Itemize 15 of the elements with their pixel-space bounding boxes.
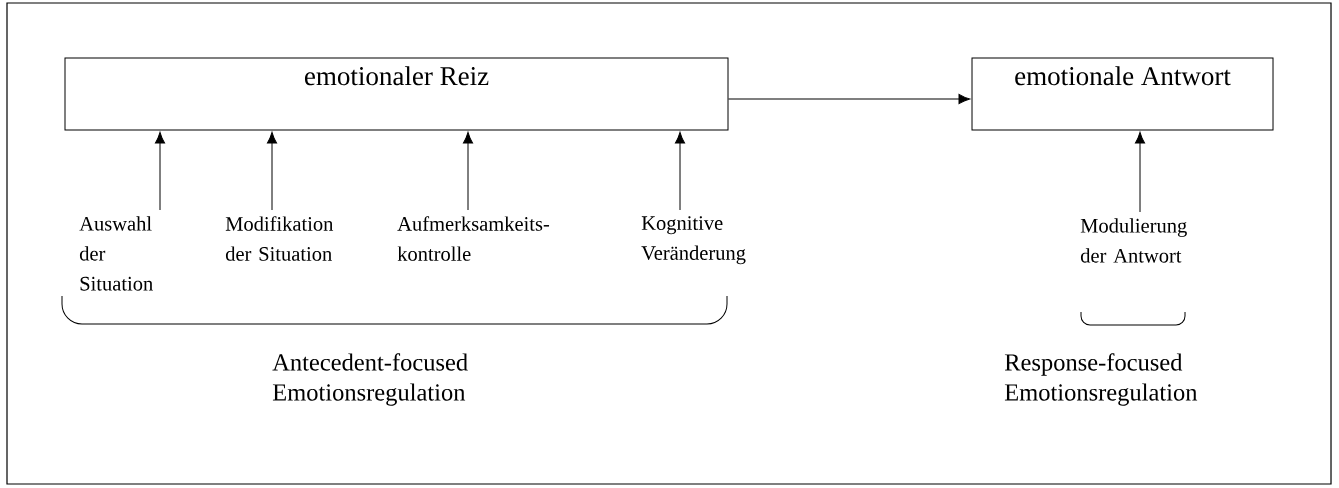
strategy-label: Auswahl der Situation bbox=[79, 216, 153, 291]
arrow bbox=[154, 131, 166, 211]
process-box: emotionale Antwort bbox=[971, 57, 1274, 131]
strategy-label: Modulierung der Antwort bbox=[1080, 218, 1187, 263]
process-box: emotionaler Reiz bbox=[64, 57, 729, 131]
strategy-label: Modifikation der Situation bbox=[225, 216, 334, 261]
group-label: Response-focused Emotionsregulation bbox=[1004, 353, 1198, 406]
strategy-label: Aufmerksamkeits- kontrolle bbox=[397, 216, 550, 261]
arrow bbox=[728, 93, 971, 105]
strategy-label: Kognitive Veränderung bbox=[641, 216, 746, 265]
arrow bbox=[674, 131, 686, 211]
arrow bbox=[1134, 131, 1146, 213]
arrow bbox=[462, 131, 474, 211]
group-label: Antecedent-focused Emotionsregulation bbox=[272, 353, 468, 406]
arrow bbox=[266, 131, 278, 211]
